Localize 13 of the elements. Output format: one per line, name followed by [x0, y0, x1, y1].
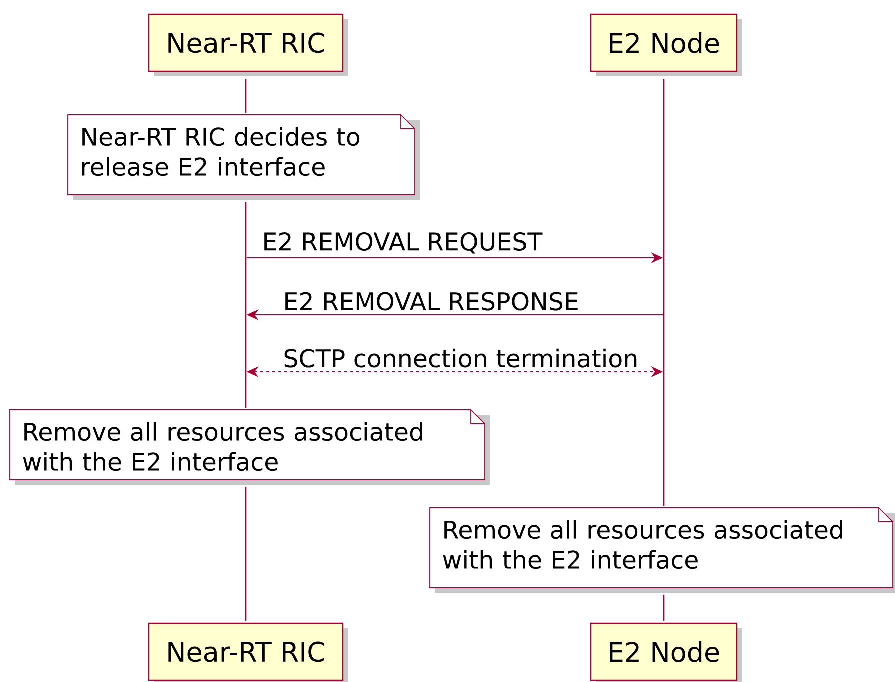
edge-label: E2 REMOVAL RESPONSE	[286, 292, 578, 311]
participant-box: E2 Node	[590, 622, 742, 682]
note: Near-RT RIC decides to release E2 interface	[68, 114, 420, 200]
participant-box: Near-RT RIC	[148, 622, 348, 682]
participant-box: E2 Node	[590, 14, 742, 76]
note: Remove all resources associated with the E2 interface	[10, 410, 490, 485]
lifeline	[663, 595, 665, 621]
participant-box: Near-RT RIC	[148, 14, 348, 76]
edge-label: E2 REMOVAL REQUEST	[264, 232, 543, 254]
note: Remove all resources associated with the E2 interface	[430, 508, 895, 593]
lifeline	[245, 487, 247, 621]
lifeline	[245, 79, 247, 113]
edge-label: SCTP connection termination	[284, 348, 637, 368]
